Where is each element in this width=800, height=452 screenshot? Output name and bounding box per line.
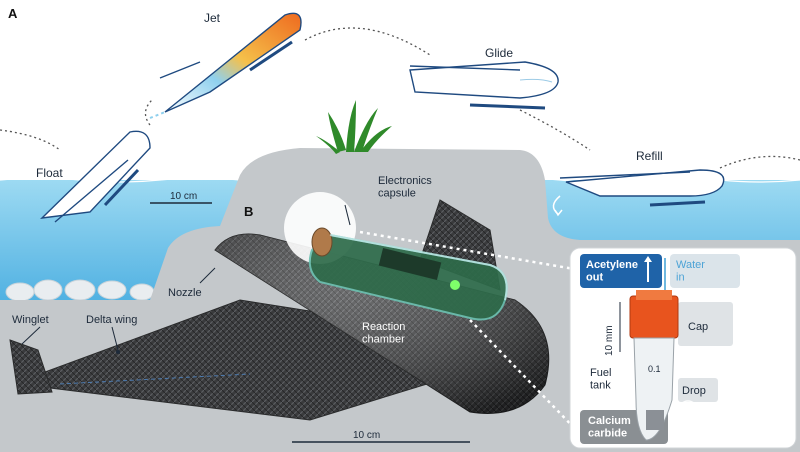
scale-bottom-label: 10 cm: [353, 430, 380, 441]
winglet-leader: [21, 326, 41, 345]
inset-panel: [569, 247, 797, 449]
refill-vehicle: [552, 169, 725, 217]
delta-wing-dot: [116, 350, 120, 354]
watermark-icon: [678, 400, 698, 420]
delta-wing-leader: [111, 326, 119, 351]
electronics-capsule: [284, 192, 508, 321]
acetylene-out-box: [580, 254, 662, 288]
cap-box: [678, 302, 733, 346]
water-in-box: [670, 254, 740, 288]
jet-vehicle: [149, 12, 302, 119]
path-jet-glide: [304, 27, 431, 56]
nozzle-label: Nozzle: [168, 287, 202, 299]
float-label: Float: [36, 166, 63, 180]
wing-seam: [59, 373, 251, 385]
path-float-in: [0, 129, 61, 151]
panel-b-label: B: [244, 204, 253, 219]
nozzle-leader: [199, 267, 216, 284]
acetylene-arrowhead: [644, 256, 652, 262]
reaction-chamber: [214, 233, 550, 414]
drop-label: Drop: [682, 385, 706, 397]
float-vehicle: [40, 130, 151, 223]
electronics-leader: [344, 204, 351, 226]
glide-label: Glide: [485, 46, 513, 60]
jet-label: Jet: [204, 11, 221, 25]
path-refill-out: [719, 155, 800, 169]
delta-wing-label: Delta wing: [86, 314, 137, 326]
glide-vehicle: [409, 61, 559, 110]
watermark-text: 中胜军融: [700, 402, 772, 423]
tube-scale-label: 10 mm: [604, 325, 615, 356]
inset-connector-top: [359, 230, 581, 272]
tube-text: 0.1: [648, 364, 661, 374]
scale-top-label: 10 cm: [170, 191, 197, 202]
refill-label: Refill: [636, 149, 663, 163]
drop-box: [678, 378, 718, 402]
path-glide-refill: [519, 109, 591, 151]
winglet-label: Winglet: [12, 314, 49, 326]
fuel-tank-tube: [629, 290, 679, 441]
cap-label: Cap: [688, 321, 708, 333]
grass: [316, 100, 392, 154]
winglet: [9, 339, 53, 395]
path-jet-in: [144, 99, 153, 126]
rocks: [5, 279, 155, 302]
panel-a-label: A: [8, 6, 18, 21]
